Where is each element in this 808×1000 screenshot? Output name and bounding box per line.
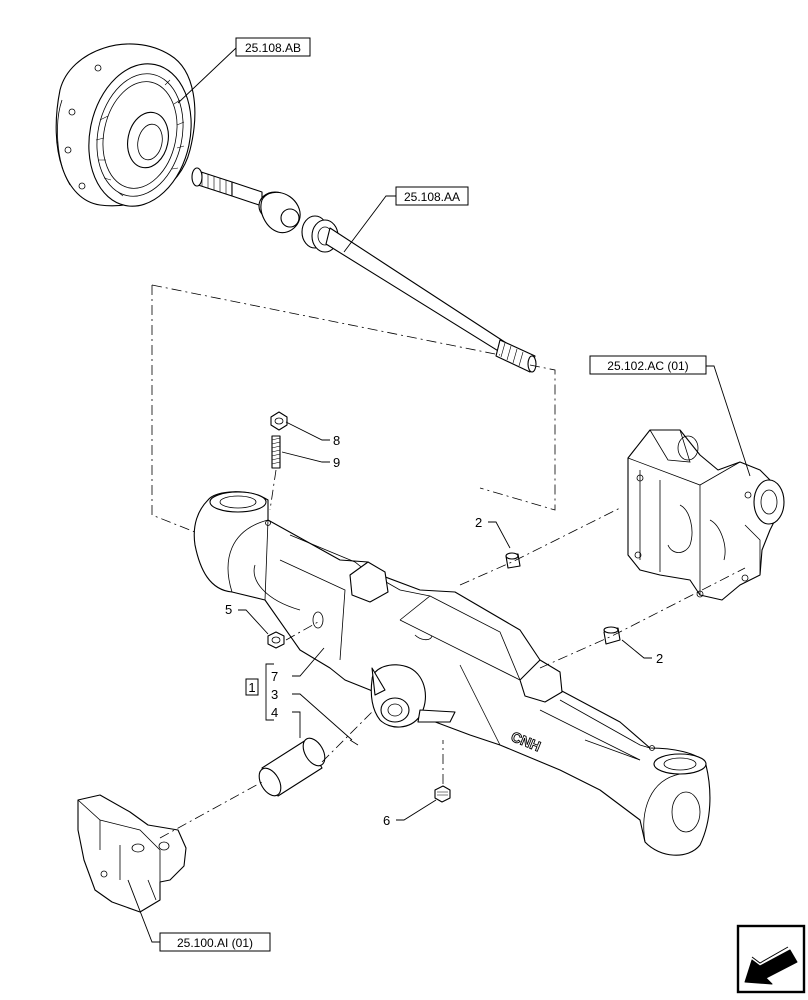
item-number-fitting: 6 <box>383 813 390 828</box>
centre-line-stud <box>269 469 277 511</box>
dowel-pin-lower <box>603 626 621 645</box>
bushing-part <box>349 739 359 746</box>
ref-label-planetary-hub[interactable]: 25.108.AB <box>235 37 311 57</box>
dowel-pin-upper <box>505 552 521 569</box>
centre-line-pivot <box>159 711 373 839</box>
centre-line-pins <box>459 507 621 586</box>
leader-pin-lower <box>621 639 652 659</box>
item-number-stud: 9 <box>333 455 340 470</box>
svg-text:25.100.AI (01): 25.100.AI (01) <box>177 936 253 950</box>
item-number-plug: 5 <box>225 602 232 617</box>
group-number-box: 1 <box>245 678 259 696</box>
item-number-7: 7 <box>271 669 278 684</box>
item-number-nut: 8 <box>333 433 340 448</box>
alignment-frame-line <box>151 284 556 539</box>
leader-fitting <box>396 799 437 821</box>
leader-axle-support <box>127 879 160 943</box>
item-number-4: 4 <box>271 705 278 720</box>
leader-stud <box>281 451 330 463</box>
previous-page-arrow-icon[interactable] <box>736 924 806 994</box>
final-drive-housing <box>627 429 785 601</box>
ref-label-final-drive-housing[interactable]: 25.102.AC (01) <box>589 355 707 375</box>
leader-nut <box>285 421 330 441</box>
ref-label-drive-shaft[interactable]: 25.108.AA <box>395 186 469 206</box>
leader-item-3 <box>292 693 353 741</box>
centre-line-lower <box>539 567 746 669</box>
item-number-pin-lower: 2 <box>656 651 663 666</box>
item-number-3: 3 <box>271 687 278 702</box>
axle-support-bracket <box>77 794 187 913</box>
planetary-hub-assembly <box>55 43 196 207</box>
svg-text:25.108.AB: 25.108.AB <box>245 41 301 55</box>
axle-housing: CNH <box>193 491 711 856</box>
grease-fitting-part <box>434 785 451 803</box>
leader-item-7 <box>292 647 325 677</box>
leader-final-drive <box>706 365 751 477</box>
pivot-pin-part <box>258 737 326 797</box>
centre-line-plug <box>285 621 319 641</box>
leader-plug <box>238 609 269 635</box>
leader-drive-shaft <box>343 195 396 253</box>
svg-text:25.102.AC (01): 25.102.AC (01) <box>607 359 688 373</box>
leader-pin-upper <box>488 521 511 549</box>
stud-part <box>271 435 281 469</box>
item-number-pin-upper: 2 <box>475 515 482 530</box>
svg-text:1: 1 <box>248 680 255 695</box>
svg-text:25.108.AA: 25.108.AA <box>404 190 460 204</box>
leader-item-4 <box>292 711 301 738</box>
ref-label-axle-support[interactable]: 25.100.AI (01) <box>159 932 271 952</box>
leader-planetary-hub <box>177 47 237 104</box>
group-bracket <box>265 663 274 721</box>
drive-shaft-assembly <box>191 167 537 373</box>
plug-part <box>267 631 285 649</box>
nut-part <box>270 411 288 431</box>
